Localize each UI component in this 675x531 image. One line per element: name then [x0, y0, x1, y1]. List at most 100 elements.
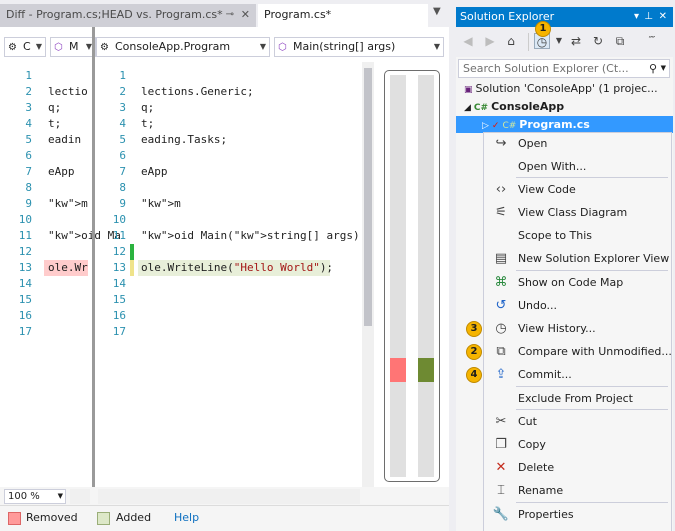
- line-number: 16: [112, 309, 126, 322]
- line-number: 10: [18, 213, 32, 226]
- tab-overflow-icon[interactable]: ▼: [433, 6, 441, 17]
- rename-icon: ⌶: [497, 483, 505, 498]
- left-member-dropdown[interactable]: ⬡ M ▼: [50, 37, 96, 57]
- line-number: 5: [119, 133, 126, 146]
- toolbar-overflow-icon[interactable]: ⁗: [648, 35, 656, 46]
- method-icon: ⬡: [278, 42, 287, 53]
- menu-item-view-class-diagram[interactable]: ⚟View Class Diagram: [484, 202, 671, 225]
- menu-item-copy[interactable]: ❐Copy: [484, 434, 671, 457]
- solution-explorer-title-bar: Solution Explorer ▾ ⊥ ✕: [456, 7, 673, 27]
- help-link[interactable]: Help: [174, 511, 200, 524]
- pin-icon[interactable]: ⊥: [644, 11, 653, 22]
- menu-separator: [516, 270, 668, 271]
- pin-icon[interactable]: ⊸: [225, 9, 234, 20]
- left-scope-label: C: [23, 40, 31, 53]
- right-scope-dropdown[interactable]: ⚙ ConsoleApp.Program ▼: [96, 37, 270, 57]
- sync-icon[interactable]: ⇄: [570, 34, 582, 48]
- line-number: 15: [18, 293, 32, 306]
- removed-swatch: [8, 512, 21, 525]
- tree-item-program-cs[interactable]: ▷✓C#Program.cs: [456, 116, 673, 133]
- window-position-icon[interactable]: ▾: [633, 11, 639, 22]
- callout-badge: 2: [466, 344, 482, 360]
- close-icon[interactable]: ✕: [658, 11, 667, 22]
- line-number: 4: [119, 117, 126, 130]
- back-icon[interactable]: ◀: [463, 34, 473, 48]
- code-line: lections.Generic;: [141, 85, 254, 98]
- menu-item-open[interactable]: ↪Open: [484, 133, 671, 156]
- right-horizontal-scrollbar[interactable]: [98, 489, 360, 504]
- tree-item-project[interactable]: ◢C#ConsoleApp: [464, 98, 564, 115]
- menu-item-label: Undo...: [518, 299, 558, 312]
- menu-item-open-with[interactable]: Open With...: [484, 156, 671, 179]
- zoom-dropdown[interactable]: 100 % ▼: [4, 489, 66, 504]
- menu-item-label: Properties: [518, 508, 574, 521]
- solution-explorer-title: Solution Explorer: [460, 10, 555, 23]
- forward-icon[interactable]: ▶: [485, 34, 495, 48]
- menu-item-label: New Solution Explorer View: [518, 252, 670, 265]
- line-number: 12: [18, 245, 32, 258]
- line-number: 6: [25, 149, 32, 162]
- menu-item-properties[interactable]: 🔧Properties: [484, 504, 671, 527]
- menu-item-cut[interactable]: ✂Cut: [484, 411, 671, 434]
- collapsed-arrow-icon: ▷: [482, 121, 489, 131]
- toolbar-separator: [528, 33, 529, 51]
- menu-item-label: Rename: [518, 484, 564, 497]
- code-line: t;: [48, 117, 62, 130]
- tab-program-cs[interactable]: Program.cs*: [258, 4, 428, 27]
- diff-overview-map[interactable]: [384, 70, 440, 482]
- code-line: "kw">m: [48, 197, 88, 210]
- line-number: 1: [119, 69, 126, 82]
- line-number: 13: [18, 261, 32, 274]
- menu-item-undo[interactable]: ↺Undo...: [484, 295, 671, 318]
- menu-item-new-solution-explorer-view[interactable]: ▤New Solution Explorer View: [484, 248, 671, 271]
- menu-item-view-code[interactable]: ‹›View Code: [484, 179, 671, 202]
- code-line: ole.WriteLine("Hello World");: [141, 261, 334, 274]
- menu-item-show-on-code-map[interactable]: ⌘Show on Code Map: [484, 272, 671, 295]
- menu-item-delete[interactable]: ✕Delete: [484, 457, 671, 480]
- close-icon[interactable]: ✕: [240, 8, 250, 21]
- zoom-level: 100 %: [8, 491, 40, 502]
- removed-label: Removed: [26, 511, 78, 524]
- right-scope-label: ConsoleApp.Program: [115, 40, 231, 53]
- menu-item-commit[interactable]: ⇪Commit...: [484, 364, 671, 387]
- menu-item-scope-to-this[interactable]: Scope to This: [484, 225, 671, 248]
- solution-explorer-toolbar: ◀ ▶ ⌂ ◷ ▼ ⇄ ↻ ⧉ ⁗ 1: [456, 21, 673, 57]
- menu-item-rename[interactable]: ⌶ Rename: [484, 480, 671, 503]
- line-number: 2: [25, 85, 32, 98]
- refresh-icon[interactable]: ↻: [592, 34, 604, 48]
- menu-item-view-history[interactable]: ◷View History...: [484, 318, 671, 341]
- tab-diff-label: Diff - Program.cs;HEAD vs. Program.cs*: [6, 8, 223, 21]
- right-navigation-bar: ⚙ ConsoleApp.Program ▼ ⬡ Main(string[] a…: [96, 37, 444, 59]
- menu-item-exclude-from-project[interactable]: Exclude From Project: [484, 388, 671, 411]
- right-member-dropdown[interactable]: ⬡ Main(string[] args) ▼: [274, 37, 444, 57]
- tab-diff[interactable]: Diff - Program.cs;HEAD vs. Program.cs* ⊸…: [0, 4, 256, 27]
- line-number: 7: [119, 165, 126, 178]
- line-number: 1: [25, 69, 32, 82]
- tree-item-solution[interactable]: ▣Solution 'ConsoleApp' (1 projec...: [464, 80, 658, 97]
- callout-badge: 1: [535, 21, 551, 37]
- code-line: q;: [141, 101, 155, 114]
- home-icon[interactable]: ⌂: [507, 34, 515, 48]
- checked-out-icon: ✓: [491, 121, 500, 131]
- chevron-down-icon[interactable]: ▼: [660, 64, 666, 72]
- pane-splitter[interactable]: [92, 27, 95, 531]
- history-icon: ◷: [495, 321, 507, 336]
- line-number: 15: [112, 293, 126, 306]
- scrollbar-thumb[interactable]: [364, 68, 372, 326]
- added-lane: [418, 75, 434, 477]
- search-input[interactable]: Search Solution Explorer (Ct... ⚲ ▼: [458, 59, 670, 78]
- search-icon[interactable]: ⚲: [648, 62, 657, 75]
- menu-item-label: Commit...: [518, 368, 572, 381]
- left-scope-dropdown[interactable]: ⚙ C ▼: [4, 37, 46, 57]
- collapse-all-icon[interactable]: ⧉: [615, 34, 625, 48]
- chevron-down-icon[interactable]: ▼: [555, 36, 563, 45]
- code-line: ole.Wr: [48, 261, 88, 274]
- left-horizontal-scrollbar[interactable]: [70, 489, 90, 504]
- menu-item-label: Open With...: [518, 160, 587, 173]
- menu-item-compare-with-unmodified[interactable]: ⧉Compare with Unmodified...: [484, 341, 672, 364]
- removed-marker: [390, 358, 406, 382]
- diff-editor: Diff - Program.cs;HEAD vs. Program.cs* ⊸…: [0, 0, 449, 531]
